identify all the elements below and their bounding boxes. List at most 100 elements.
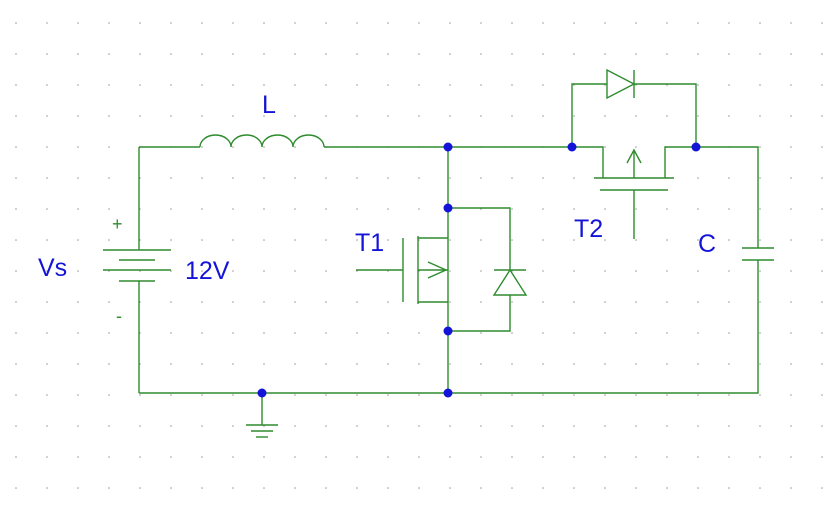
- grid-dot: [480, 332, 482, 334]
- grid-dot: [201, 208, 203, 210]
- t2-diode[interactable]: [571, 68, 697, 147]
- grid-dot: [542, 301, 544, 303]
- grid-dot: [573, 208, 575, 210]
- mosfet-t2[interactable]: [572, 146, 696, 239]
- t1-label: T1: [355, 229, 384, 257]
- grid-dot: [511, 22, 513, 24]
- grid-dot: [46, 394, 48, 396]
- grid-dot: [821, 301, 823, 303]
- grid-dot: [15, 208, 17, 210]
- grid-dot: [418, 332, 420, 334]
- ground-symbol[interactable]: [246, 393, 278, 438]
- grid-dot: [759, 177, 761, 179]
- grid-dot: [790, 301, 792, 303]
- grid-dot: [356, 115, 358, 117]
- grid-dot: [480, 425, 482, 427]
- grid-dot: [170, 239, 172, 241]
- grid-dot: [46, 22, 48, 24]
- grid-dot: [821, 239, 823, 241]
- grid-dot: [356, 363, 358, 365]
- grid-dot: [573, 115, 575, 117]
- grid-dot: [232, 301, 234, 303]
- wire-capacitor-return: [448, 260, 759, 394]
- grid-dot: [790, 115, 792, 117]
- grid-dot: [294, 332, 296, 334]
- grid-dot: [790, 425, 792, 427]
- grid-dot: [15, 456, 17, 458]
- grid-dot: [356, 177, 358, 179]
- grid-dot: [294, 115, 296, 117]
- grid-dot: [356, 487, 358, 489]
- grid-dot: [635, 394, 637, 396]
- grid-dot: [449, 456, 451, 458]
- junction-ground: [257, 388, 267, 398]
- grid-dot: [201, 270, 203, 272]
- grid-dot: [573, 363, 575, 365]
- grid-dot: [697, 301, 699, 303]
- grid-dot: [418, 84, 420, 86]
- grid-dot: [604, 208, 606, 210]
- grid-dot: [325, 270, 327, 272]
- grid-dot: [728, 84, 730, 86]
- mosfet-t1[interactable]: [356, 236, 448, 304]
- grid-dot: [821, 394, 823, 396]
- grid-dot: [108, 84, 110, 86]
- grid-dot: [77, 270, 79, 272]
- grid-dot: [77, 363, 79, 365]
- grid-dot: [449, 115, 451, 117]
- grid-dot: [108, 208, 110, 210]
- grid-dot: [356, 239, 358, 241]
- grid-dot: [480, 53, 482, 55]
- grid-dot: [46, 270, 48, 272]
- capacitor-c[interactable]: [742, 247, 774, 261]
- grid-dot: [666, 270, 668, 272]
- grid-dot: [232, 394, 234, 396]
- grid-dot: [232, 177, 234, 179]
- t1-body-diode[interactable]: [448, 207, 528, 332]
- grid-dot: [728, 53, 730, 55]
- grid-dot: [263, 270, 265, 272]
- grid-dot: [108, 456, 110, 458]
- grid-dot: [232, 363, 234, 365]
- grid-dot: [201, 177, 203, 179]
- battery-source[interactable]: [103, 147, 171, 393]
- grid-dot: [387, 177, 389, 179]
- grid-dot: [573, 332, 575, 334]
- grid-dot: [573, 456, 575, 458]
- grid-dot: [15, 363, 17, 365]
- grid-dot: [697, 208, 699, 210]
- grid-dot: [821, 115, 823, 117]
- grid-dot: [666, 115, 668, 117]
- grid-dot: [356, 208, 358, 210]
- grid-dot: [728, 22, 730, 24]
- grid-dot: [201, 22, 203, 24]
- grid-dot: [604, 456, 606, 458]
- inductor-coil[interactable]: [199, 134, 325, 148]
- grid-dot: [77, 177, 79, 179]
- grid-dot: [604, 115, 606, 117]
- grid-dot: [573, 487, 575, 489]
- grid-dot: [232, 456, 234, 458]
- grid-dot: [635, 270, 637, 272]
- junction-switch-node: [443, 142, 453, 152]
- grid-dot: [170, 115, 172, 117]
- grid-dot: [170, 301, 172, 303]
- grid-dot: [139, 425, 141, 427]
- grid-dot: [790, 22, 792, 24]
- grid-dot: [666, 456, 668, 458]
- grid-dot: [170, 425, 172, 427]
- grid-dot: [449, 270, 451, 272]
- grid-dot: [201, 239, 203, 241]
- grid-dot: [604, 146, 606, 148]
- grid-dot: [15, 84, 17, 86]
- grid-dot: [759, 456, 761, 458]
- grid-dot: [449, 363, 451, 365]
- grid-dot: [325, 115, 327, 117]
- grid-dot: [697, 115, 699, 117]
- grid-dot: [77, 487, 79, 489]
- grid-dot: [77, 301, 79, 303]
- grid-dot: [201, 84, 203, 86]
- grid-dot: [728, 115, 730, 117]
- grid-dot: [356, 301, 358, 303]
- grid-dot: [511, 53, 513, 55]
